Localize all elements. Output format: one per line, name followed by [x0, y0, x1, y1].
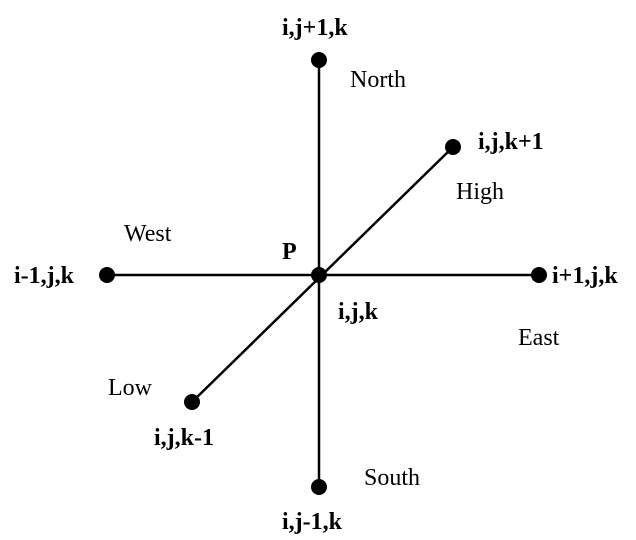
west-node [99, 267, 115, 283]
low-direction-label: Low [108, 375, 152, 401]
low-node [184, 394, 200, 410]
center-node [311, 267, 327, 283]
east-index-label: i+1,j,k [552, 263, 618, 289]
south-direction-label: South [364, 465, 421, 491]
south-index-label: i,j-1,k [282, 509, 342, 535]
high-index-label: i,j,k+1 [478, 129, 544, 155]
high-node [445, 139, 461, 155]
west-direction-label: West [124, 221, 172, 247]
north-direction-label: North [350, 67, 406, 93]
center-index-label: i,j,k [338, 299, 379, 325]
north-index-label: i,j+1,k [282, 15, 348, 41]
east-direction-label: East [518, 325, 560, 351]
east-node [531, 267, 547, 283]
high-direction-label: High [456, 179, 504, 205]
low-index-label: i,j,k-1 [154, 425, 214, 451]
north-node [311, 52, 327, 68]
south-node [311, 479, 327, 495]
west-index-label: i-1,j,k [14, 263, 74, 289]
center-name-label: P [282, 239, 297, 265]
